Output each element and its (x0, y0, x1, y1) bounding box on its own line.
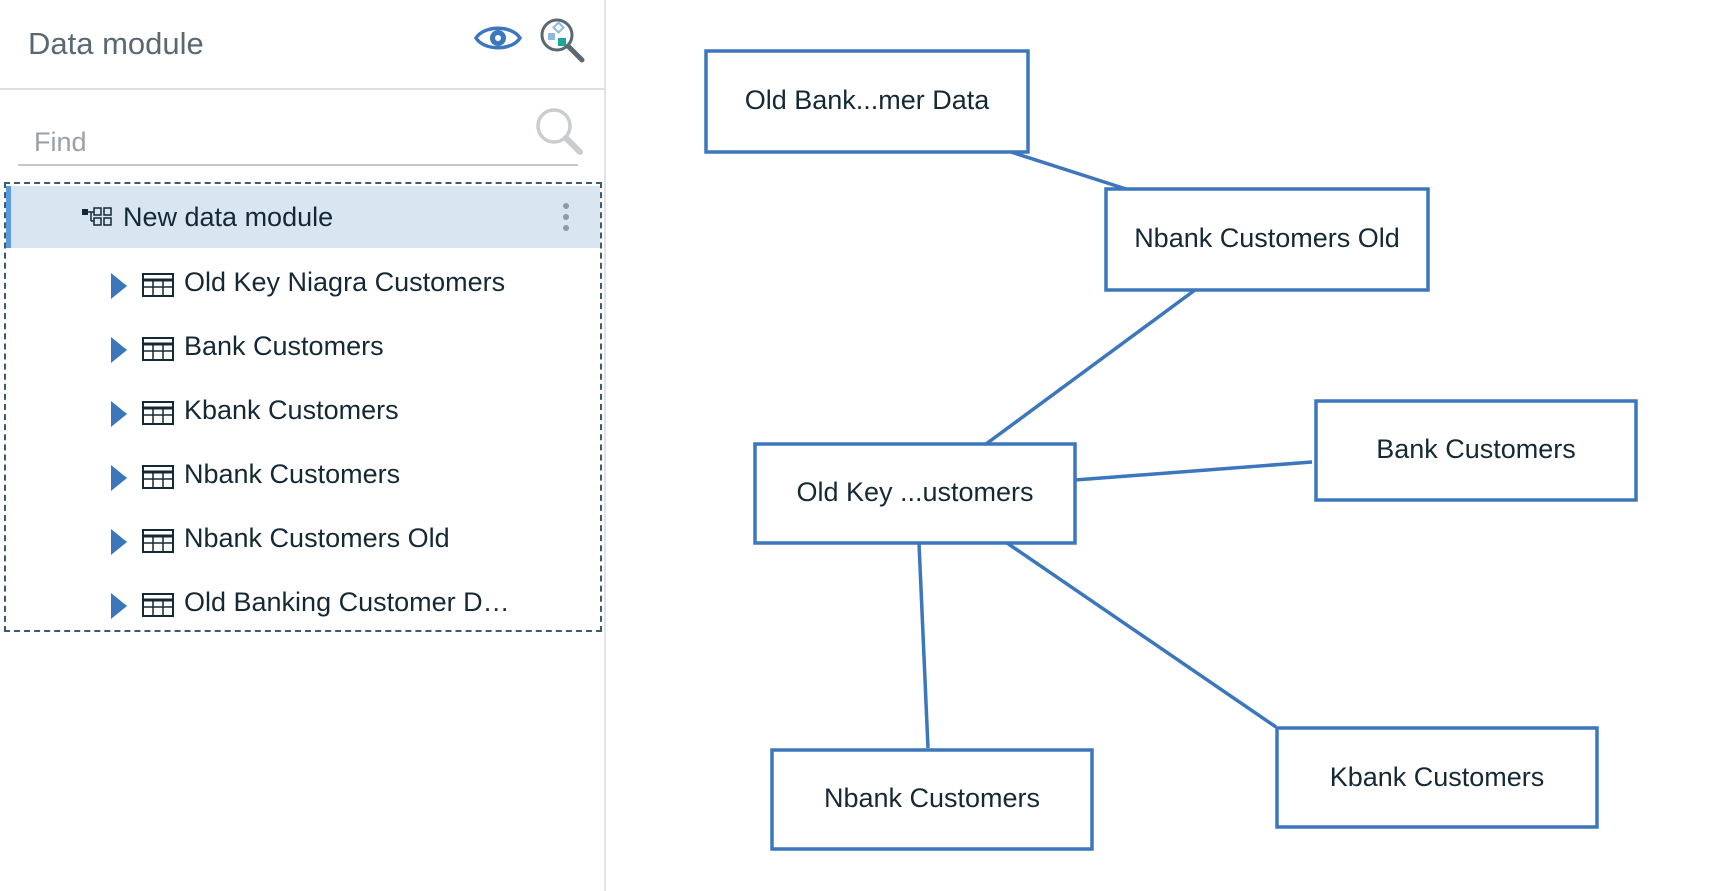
tree-item-label: Kbank Customers (184, 395, 399, 425)
tree-item-bank-customers[interactable]: Bank Customers (6, 318, 600, 378)
search-input[interactable] (18, 122, 518, 162)
tree-item-label: Nbank Customers (184, 459, 401, 489)
more-vertical-icon[interactable] (562, 202, 570, 237)
tree-root-label: New data module (123, 202, 334, 232)
table-icon (142, 593, 174, 622)
tree-item-label: Bank Customers (184, 331, 384, 361)
panel-title: Data module (28, 26, 204, 61)
search-icon[interactable] (534, 106, 586, 161)
table-icon (142, 337, 174, 366)
edge-oldkey-bank[interactable] (1074, 460, 1313, 482)
node-label: Nbank Customers (824, 783, 1040, 813)
table-icon (142, 401, 174, 430)
eye-icon[interactable] (473, 22, 523, 59)
tree-item-label: Old Key Niagra Customers (184, 267, 506, 297)
data-module-panel: Data module (0, 0, 606, 891)
node-nbank-customers-old[interactable]: Nbank Customers Old (1104, 187, 1430, 292)
panel-header: Data module (0, 0, 604, 90)
tree-item-label: Nbank Customers Old (184, 523, 450, 553)
node-label: Old Key ...ustomers (796, 477, 1033, 507)
tree-item-old-banking-customer-data[interactable]: Old Banking Customer D… (6, 574, 600, 634)
caret-right-icon[interactable] (110, 336, 128, 369)
edge-nbankold-oldkey[interactable] (984, 288, 1197, 446)
node-nbank-customers[interactable]: Nbank Customers (770, 748, 1094, 851)
table-icon (142, 465, 174, 494)
tree-item-old-key-niagra-customers[interactable]: Old Key Niagra Customers (6, 254, 600, 314)
caret-right-icon[interactable] (110, 272, 128, 305)
tree-item-label: Old Banking Customer D… (184, 587, 510, 617)
node-label: Old Bank...mer Data (745, 85, 991, 115)
node-old-key-niagra-customers[interactable]: Old Key ...ustomers (753, 442, 1077, 545)
node-kbank-customers[interactable]: Kbank Customers (1275, 726, 1599, 829)
tree-item-nbank-customers[interactable]: Nbank Customers (6, 446, 600, 506)
edge-oldkey-kbank[interactable] (1006, 541, 1277, 729)
tree-root-new-data-module[interactable]: New data module (6, 186, 600, 248)
caret-right-icon[interactable] (110, 528, 128, 561)
relationship-search-icon[interactable] (538, 16, 588, 69)
table-icon (142, 273, 174, 302)
find-field (18, 100, 583, 166)
node-old-banking-customer-data[interactable]: Old Bank...mer Data (704, 49, 1030, 154)
tree-item-nbank-customers-old[interactable]: Nbank Customers Old (6, 510, 600, 570)
caret-right-icon[interactable] (110, 464, 128, 497)
caret-right-icon[interactable] (110, 592, 128, 625)
tree-item-kbank-customers[interactable]: Kbank Customers (6, 382, 600, 442)
edge-oldbank-nbankold[interactable] (1010, 150, 1127, 191)
node-label: Nbank Customers Old (1134, 223, 1400, 253)
module-tree: New data module (4, 182, 602, 632)
table-icon (142, 529, 174, 558)
relationship-diagram: Old Bank...mer Data Nbank Customers Old … (704, 49, 1638, 851)
caret-right-icon[interactable] (110, 400, 128, 433)
node-bank-customers[interactable]: Bank Customers (1314, 399, 1638, 502)
edge-oldkey-nbank[interactable] (917, 542, 930, 749)
node-label: Kbank Customers (1330, 762, 1545, 792)
node-label: Bank Customers (1376, 434, 1576, 464)
data-module-icon (81, 206, 113, 231)
